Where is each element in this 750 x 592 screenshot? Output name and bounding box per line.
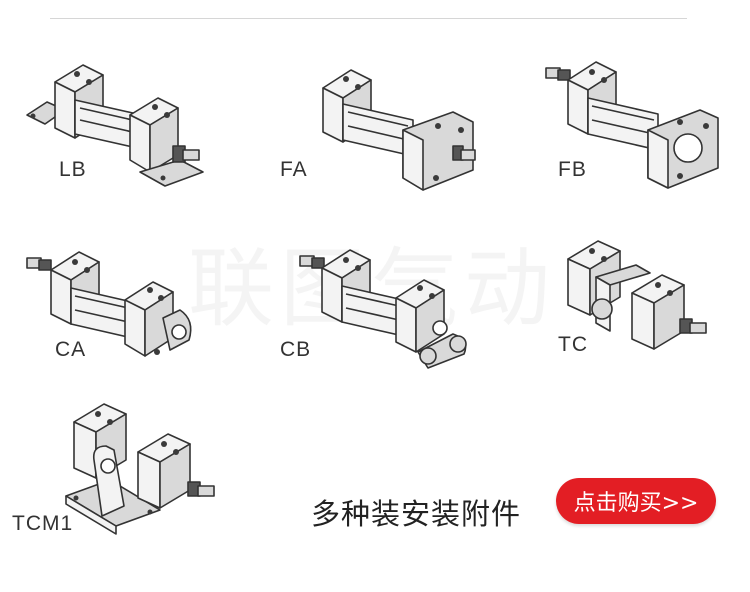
cylinder-ca-drawing <box>26 251 192 357</box>
cylinder-lb[interactable]: LB <box>25 60 210 205</box>
cylinder-fb[interactable]: FB <box>540 60 725 205</box>
label-cb: CB <box>280 338 312 361</box>
label-fa: FA <box>280 158 308 181</box>
cylinder-fb-drawing <box>545 61 719 189</box>
buy-now-button[interactable]: 点击购买>> <box>556 478 716 524</box>
cylinder-fa-drawing <box>322 69 476 191</box>
label-lb: LB <box>59 158 87 181</box>
cylinder-tcm1[interactable]: TCM1 <box>10 400 240 550</box>
cylinder-fa[interactable]: FA <box>278 60 488 205</box>
top-divider <box>50 18 687 19</box>
label-tcm1: TCM1 <box>12 512 74 535</box>
label-tc: TC <box>558 333 588 356</box>
label-ca: CA <box>55 338 87 361</box>
cylinder-lb-drawing <box>26 64 204 187</box>
accessories-caption: 多种装安装附件 <box>311 497 522 531</box>
cylinder-tcm1-drawing <box>65 403 215 535</box>
cylinder-cb[interactable]: CB <box>278 240 488 375</box>
cylinder-cb-drawing <box>299 249 467 369</box>
cylinder-ca[interactable]: CA <box>25 240 210 375</box>
cylinder-tc-drawing <box>567 240 707 350</box>
cylinder-tc[interactable]: TC <box>540 235 725 375</box>
label-fb: FB <box>558 158 587 181</box>
